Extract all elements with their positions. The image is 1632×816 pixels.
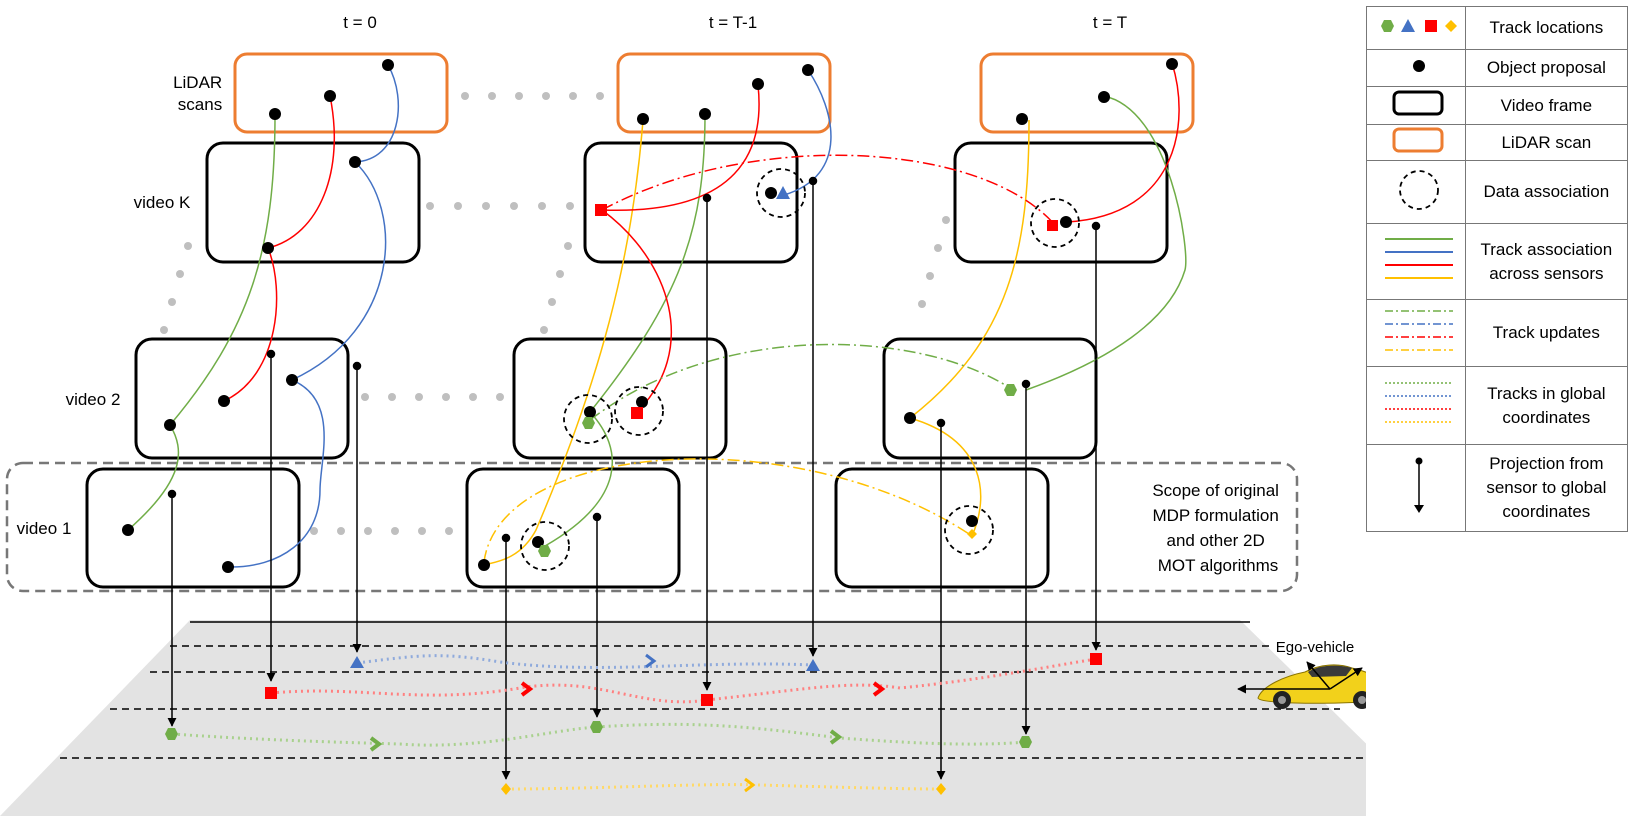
legend-symbol-track-association xyxy=(1366,223,1466,300)
legend-symbol-global-tracks xyxy=(1366,366,1466,445)
legend-label-projection: Projection from sensor to global coordin… xyxy=(1464,444,1629,532)
legend-symbol-data-association xyxy=(1366,160,1466,224)
row-label-lidar: LiDAR scans xyxy=(173,73,227,114)
legend-symbol-video-frame xyxy=(1366,86,1466,125)
row-label-video-k: video K xyxy=(134,193,191,212)
dotted-lines-icon xyxy=(1384,382,1453,423)
legend-label-video-frame: Video frame xyxy=(1464,86,1629,125)
track-markers-global xyxy=(165,653,1102,795)
vertical-arrow-icon xyxy=(1413,457,1424,513)
scope-note: Scope of original MDP formulation and ot… xyxy=(1152,481,1283,575)
legend-row-track-updates: Track updates xyxy=(1366,299,1629,367)
legend-row-video-frame: Video frame xyxy=(1366,86,1629,125)
video-frame-icon xyxy=(1392,90,1444,116)
legend-row-global-tracks: Tracks in global coordinates xyxy=(1366,366,1629,445)
dash-dot-lines-icon xyxy=(1384,309,1453,351)
ego-vehicle-car xyxy=(1257,664,1366,709)
legend-row-object-proposal: Object proposal xyxy=(1366,49,1629,87)
video-k-frame-t0 xyxy=(205,141,421,264)
legend-row-projection: Projection from sensor to global coordin… xyxy=(1366,444,1629,532)
data-association-circles xyxy=(520,168,1080,571)
track-update-curves xyxy=(483,154,1056,563)
legend-symbol-track-updates xyxy=(1366,299,1466,367)
legend-row-data-association: Data association xyxy=(1366,160,1629,224)
legend-label-lidar-scan: LiDAR scan xyxy=(1464,124,1629,161)
lidar-scan-frame-t-minus-1 xyxy=(616,52,832,134)
video-2-frame-t xyxy=(882,337,1098,460)
time-header-t-minus-1: t = T-1 xyxy=(709,13,757,32)
row-label-video-2: video 2 xyxy=(66,390,121,409)
legend-label-object-proposal: Object proposal xyxy=(1464,49,1629,87)
legend-symbol-object-proposal xyxy=(1366,49,1466,87)
row-label-video-1: video 1 xyxy=(17,519,72,538)
video-1-frame-t0 xyxy=(85,467,301,589)
legend-label-track-updates: Track updates xyxy=(1464,299,1629,367)
legend-row-track-locations: Track locations xyxy=(1366,6,1629,50)
legend-label-global-tracks: Tracks in global coordinates xyxy=(1464,366,1629,445)
lidar-scan-frame-t0 xyxy=(233,52,449,134)
tracking-diagram: t = 0 t = T-1 t = T LiDAR scans video K … xyxy=(0,13,1366,816)
track-location-markers-icon xyxy=(1380,18,1457,32)
lidar-scan-frame-t xyxy=(979,52,1195,134)
lidar-scan-icon xyxy=(1392,127,1444,153)
legend-row-track-association: Track association across sensors xyxy=(1366,223,1629,300)
solid-lines-icon xyxy=(1384,238,1453,279)
video-1-frame-t xyxy=(834,467,1050,589)
legend-label-track-locations: Track locations xyxy=(1464,6,1629,50)
object-proposals xyxy=(122,58,1178,573)
video-2-frame-t0 xyxy=(134,337,350,460)
legend-symbol-lidar-scan xyxy=(1366,124,1466,161)
legend-label-data-association: Data association xyxy=(1464,160,1629,224)
time-header-t: t = T xyxy=(1093,13,1127,32)
video-k-frame-t xyxy=(953,141,1169,264)
ego-vehicle-label: Ego-vehicle xyxy=(1276,639,1354,656)
grey-dot-connectors xyxy=(160,92,950,535)
legend-symbol-track-locations xyxy=(1366,6,1466,50)
legend-row-lidar-scan: LiDAR scan xyxy=(1366,124,1629,161)
ego-vehicle-axes xyxy=(1237,661,1363,694)
legend-table: Track locations Object proposal Video fr… xyxy=(1366,6,1629,532)
dashed-circle-icon xyxy=(1398,169,1439,210)
time-header-t0: t = 0 xyxy=(343,13,377,32)
track-markers-sensor xyxy=(538,186,1058,557)
legend-label-track-association: Track association across sensors xyxy=(1464,223,1629,300)
video-2-frame-t-minus-1 xyxy=(512,337,728,460)
projection-arrows xyxy=(167,176,1101,780)
scope-region xyxy=(5,461,1299,593)
legend-symbol-projection xyxy=(1366,444,1466,532)
black-dot-icon xyxy=(1412,59,1425,72)
road-plane xyxy=(0,620,1366,816)
track-association-curves xyxy=(127,62,1187,568)
